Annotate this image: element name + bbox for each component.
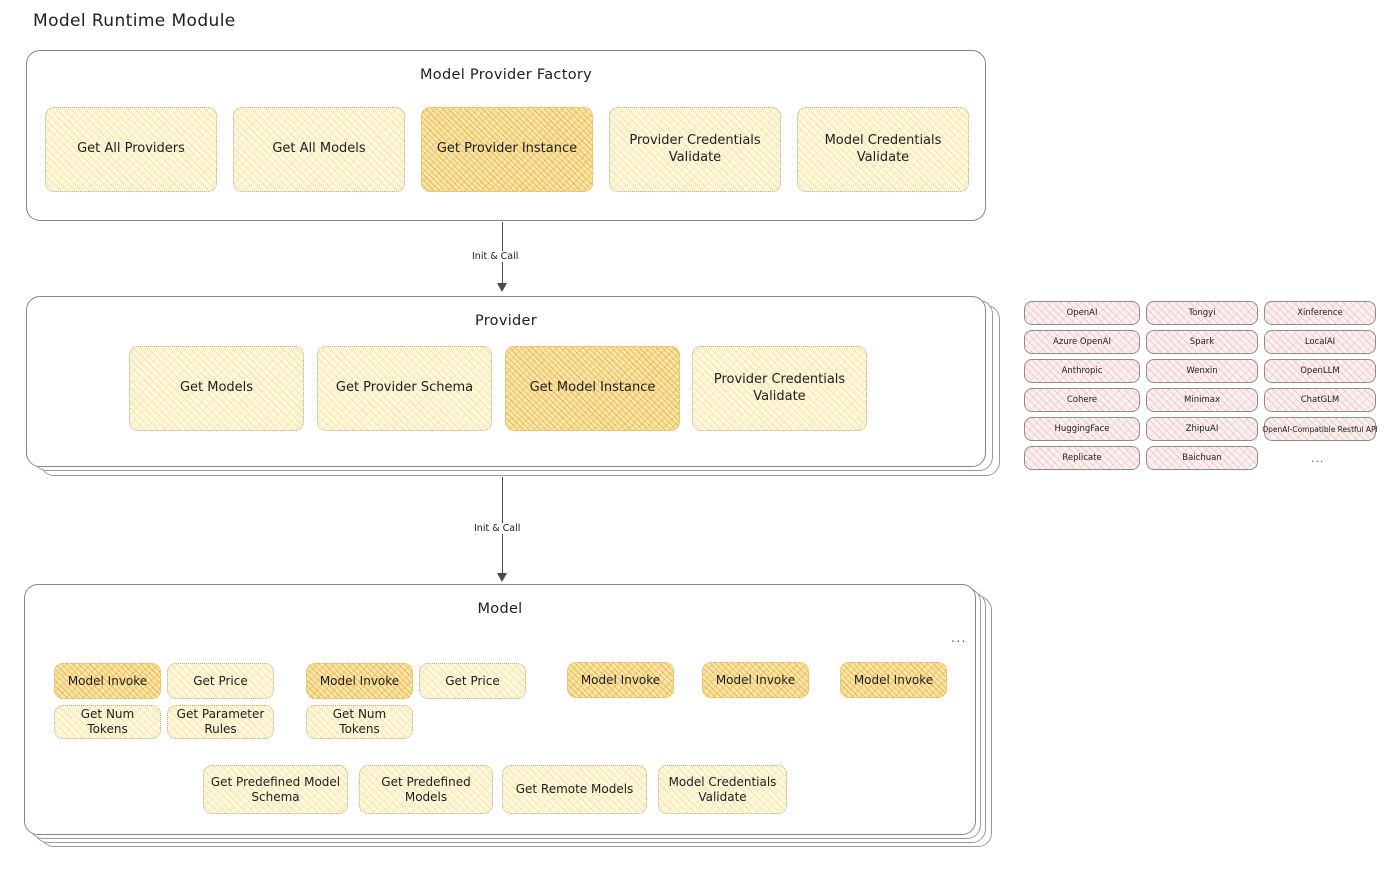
node-label: Model Invoke [715, 672, 796, 687]
provider-pill-localai[interactable]: LocalAI [1264, 330, 1376, 354]
node-label: Get Price [445, 673, 500, 688]
node-text-embedding-get-num-tokens[interactable]: Get Num Tokens [306, 705, 413, 739]
node-get-predefined-model-schema[interactable]: Get Predefined Model Schema [203, 765, 348, 814]
node-label: Get All Providers [77, 141, 185, 157]
pill-label: Tongyi [1188, 308, 1216, 318]
node-label: Model Invoke [319, 673, 400, 688]
node-text-embedding-get-price[interactable]: Get Price [419, 663, 526, 699]
provider-pill-cohere[interactable]: Cohere [1024, 388, 1140, 412]
provider-list-more: ... [1311, 452, 1325, 465]
pill-label: Spark [1189, 337, 1215, 347]
pill-label: OpenLLM [1300, 366, 1340, 376]
model-provider-factory-title: Model Provider Factory [419, 67, 593, 83]
pill-label: Azure OpenAI [1053, 337, 1111, 347]
pill-label: Replicate [1062, 453, 1102, 463]
node-get-models[interactable]: Get Models [129, 346, 304, 431]
provider-pill-openllm[interactable]: OpenLLM [1264, 359, 1376, 383]
model-title: Model [477, 601, 523, 617]
arrow-label-init-call-2: Init & Call [471, 523, 524, 534]
node-text-embedding-model-invoke[interactable]: Model Invoke [306, 663, 413, 699]
node-provider-credentials-validate[interactable]: Provider Credentials Validate [609, 107, 781, 192]
node-label: Get Predefined Models [381, 774, 471, 804]
node-label: Get Provider Instance [436, 141, 578, 157]
node-label: Get Num Tokens [332, 707, 387, 736]
node-get-predefined-models[interactable]: Get Predefined Models [359, 765, 493, 814]
node-label: Get Remote Models [515, 782, 634, 796]
node-get-provider-schema[interactable]: Get Provider Schema [317, 346, 492, 431]
node-label: Get Parameter Rules [176, 707, 265, 736]
node-model-credentials-validate[interactable]: Model Credentials Validate [797, 107, 969, 192]
provider-pill-openai-compatible-restful-api[interactable]: OpenAI-Compatible Restful API [1262, 417, 1378, 441]
arrow-factory-to-provider-head [497, 283, 507, 292]
pill-label: Wenxin [1186, 366, 1218, 376]
provider-title: Provider [474, 313, 538, 329]
node-label: Model Invoke [853, 672, 934, 687]
node-label: Model Credentials Validate [668, 774, 777, 804]
node-get-all-providers[interactable]: Get All Providers [45, 107, 217, 192]
node-label: Get Predefined Model Schema [210, 774, 341, 804]
node-get-provider-instance[interactable]: Get Provider Instance [421, 107, 593, 192]
node-model-credentials-validate-3[interactable]: Model Credentials Validate [658, 765, 787, 814]
node-label: Model Invoke [67, 673, 148, 688]
provider-pill-spark[interactable]: Spark [1146, 330, 1258, 354]
node-label: Provider Credentials Validate [713, 372, 846, 404]
pill-label: OpenAI-Compatible Restful API [1262, 424, 1378, 434]
pill-label: Anthropic [1061, 366, 1103, 376]
provider-pill-tongyi[interactable]: Tongyi [1146, 301, 1258, 325]
node-moderation-model-invoke[interactable]: Model Invoke [702, 662, 809, 698]
node-llm-model-invoke[interactable]: Model Invoke [54, 663, 161, 699]
node-label: Model Invoke [580, 672, 661, 687]
node-label: Provider Credentials Validate [629, 133, 761, 165]
pill-label: Cohere [1066, 395, 1098, 405]
node-get-model-instance[interactable]: Get Model Instance [505, 346, 680, 431]
arrow-label-init-call-1: Init & Call [469, 251, 522, 262]
node-llm-get-parameter-rules[interactable]: Get Parameter Rules [167, 705, 274, 739]
pill-label: HuggingFace [1054, 424, 1110, 434]
model-types-more: ... [951, 631, 967, 645]
pill-label: Baichuan [1182, 453, 1222, 463]
provider-pill-wenxin[interactable]: Wenxin [1146, 359, 1258, 383]
arrow-provider-to-model-head [497, 573, 507, 582]
pill-label: Xinference [1297, 308, 1343, 318]
pill-label: ChatGLM [1300, 395, 1340, 405]
provider-pill-replicate[interactable]: Replicate [1024, 446, 1140, 470]
node-get-all-models[interactable]: Get All Models [233, 107, 405, 192]
pill-label: Minimax [1184, 395, 1220, 405]
node-label: Get Provider Schema [335, 380, 474, 396]
pill-label: OpenAI [1066, 308, 1098, 318]
node-llm-get-price[interactable]: Get Price [167, 663, 274, 699]
provider-pill-huggingface[interactable]: HuggingFace [1024, 417, 1140, 441]
provider-pill-baichuan[interactable]: Baichuan [1146, 446, 1258, 470]
node-get-remote-models[interactable]: Get Remote Models [502, 765, 647, 814]
provider-pill-chatglm[interactable]: ChatGLM [1264, 388, 1376, 412]
pill-label: LocalAI [1304, 337, 1336, 347]
provider-pill-zhipuai[interactable]: ZhipuAI [1146, 417, 1258, 441]
node-rerank-model-invoke[interactable]: Model Invoke [840, 662, 947, 698]
node-provider-credentials-validate-2[interactable]: Provider Credentials Validate [692, 346, 867, 431]
provider-pill-openai[interactable]: OpenAI [1024, 301, 1140, 325]
node-label: Get Models [179, 380, 254, 396]
node-speech2text-model-invoke[interactable]: Model Invoke [567, 662, 674, 698]
node-label: Get Model Instance [529, 380, 656, 396]
node-label: Get All Models [272, 141, 366, 157]
node-label: Get Num Tokens [80, 707, 135, 736]
provider-pill-xinference[interactable]: Xinference [1264, 301, 1376, 325]
node-label: Model Credentials Validate [824, 133, 942, 165]
node-llm-get-num-tokens[interactable]: Get Num Tokens [54, 705, 161, 739]
provider-pill-anthropic[interactable]: Anthropic [1024, 359, 1140, 383]
pill-label: ZhipuAI [1185, 424, 1219, 434]
provider-pill-minimax[interactable]: Minimax [1146, 388, 1258, 412]
provider-pill-azure-openai[interactable]: Azure OpenAI [1024, 330, 1140, 354]
page-title: Model Runtime Module [33, 11, 236, 31]
node-label: Get Price [193, 673, 248, 688]
